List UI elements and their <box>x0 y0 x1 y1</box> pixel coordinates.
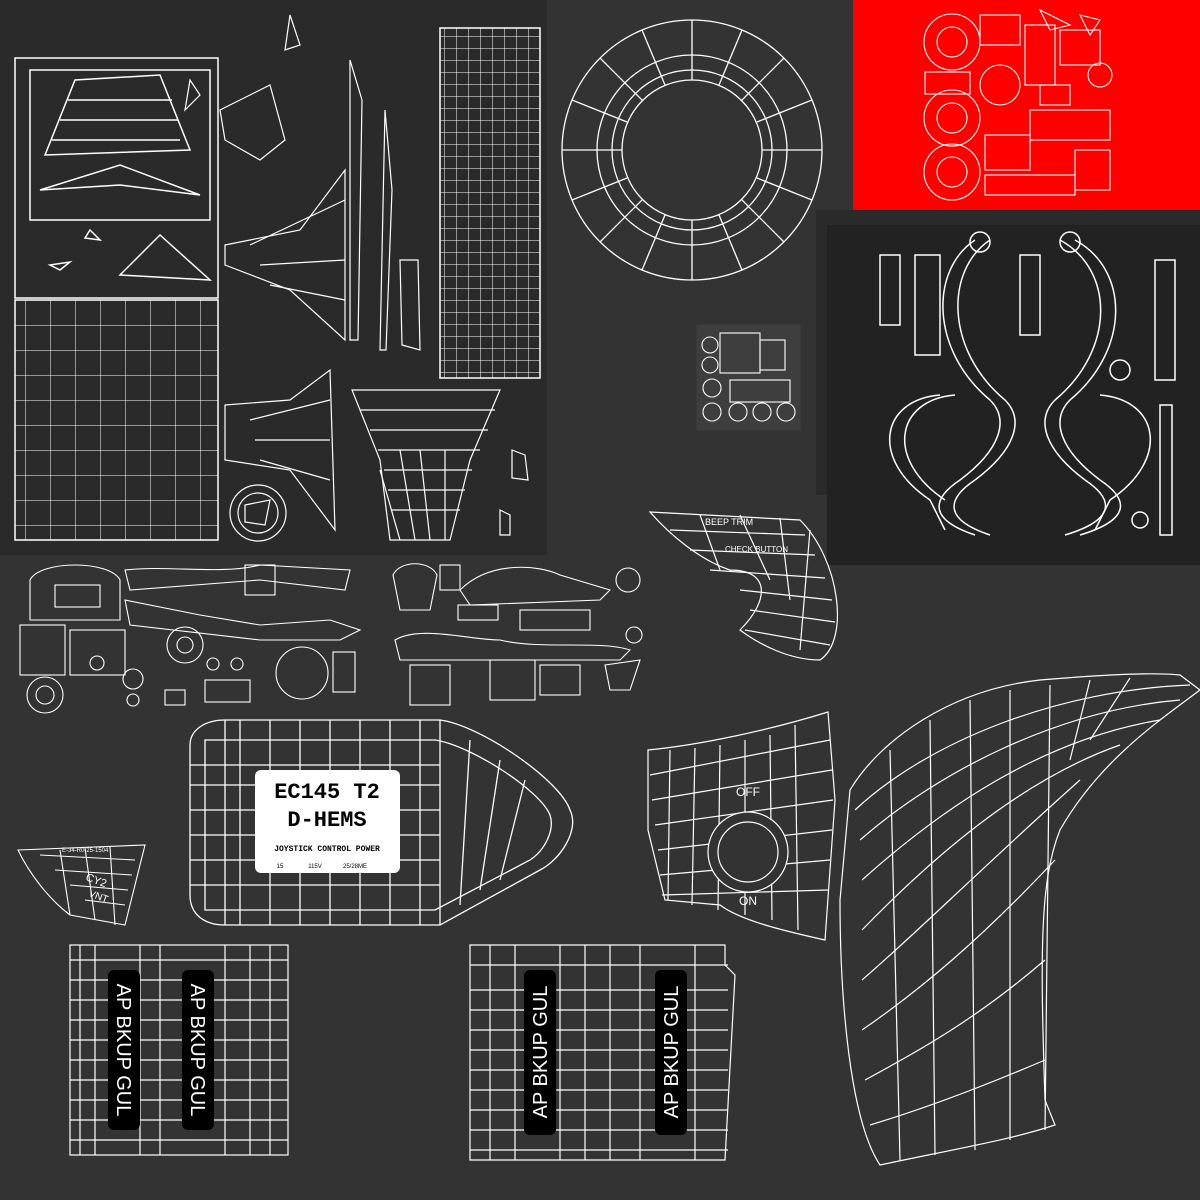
beep-trim-part <box>648 511 838 661</box>
parts-row-right <box>392 563 643 706</box>
instrument-frame-part <box>14 57 219 299</box>
cy2-small-code: E-34-R0-25-1504 <box>62 848 109 854</box>
placard-small-mid: 115V <box>308 864 322 870</box>
placard-small-right: 25/28ME <box>343 864 367 870</box>
placard <box>255 770 400 873</box>
ring-part <box>561 19 823 281</box>
ap-bkup-panel-left <box>69 944 289 1156</box>
placard-line1: EC145 T2 <box>274 780 380 805</box>
grid-strip <box>439 27 541 379</box>
switch-off-label: OFF <box>736 785 760 799</box>
ap-bkup-label-3: AP BKUP GUL <box>530 986 552 1119</box>
placard-small-left: 15 <box>277 864 284 870</box>
ap-bkup-label-2: AP BKUP GUL <box>186 984 208 1117</box>
wedge-parts <box>184 14 529 542</box>
red-panel-parts <box>923 8 1113 201</box>
small-parts-cluster <box>696 324 801 431</box>
knob-shell <box>647 711 836 941</box>
placard-line3: JOYSTICK CONTROL POWER <box>274 845 380 854</box>
large-curved-mesh <box>839 673 1200 1166</box>
beep-trim-label: BEEP TRIM <box>705 517 753 527</box>
switch-on-label: ON <box>739 894 757 908</box>
placard-line2: D-HEMS <box>287 808 366 833</box>
ap-bkup-label-1: AP BKUP GUL <box>112 984 134 1117</box>
ap-bkup-label-bg-3 <box>524 970 556 1135</box>
ap-bkup-label-bg-2 <box>182 970 214 1130</box>
panel-red <box>853 0 1200 210</box>
parts-row-left <box>19 564 362 714</box>
curved-arms <box>879 231 1176 536</box>
ap-bkup-panel-right <box>469 944 736 1161</box>
ap-bkup-label-bg-4 <box>655 970 687 1135</box>
ap-bkup-label-4: AP BKUP GUL <box>661 986 683 1119</box>
ap-bkup-label-bg-1 <box>108 970 140 1130</box>
grid-panel-left <box>14 299 219 541</box>
cy2-part <box>17 844 146 926</box>
check-button-label: CHECK BUTTON <box>725 545 788 554</box>
panel-darker-right <box>827 225 1200 565</box>
vnt-label: VNT <box>87 888 110 905</box>
